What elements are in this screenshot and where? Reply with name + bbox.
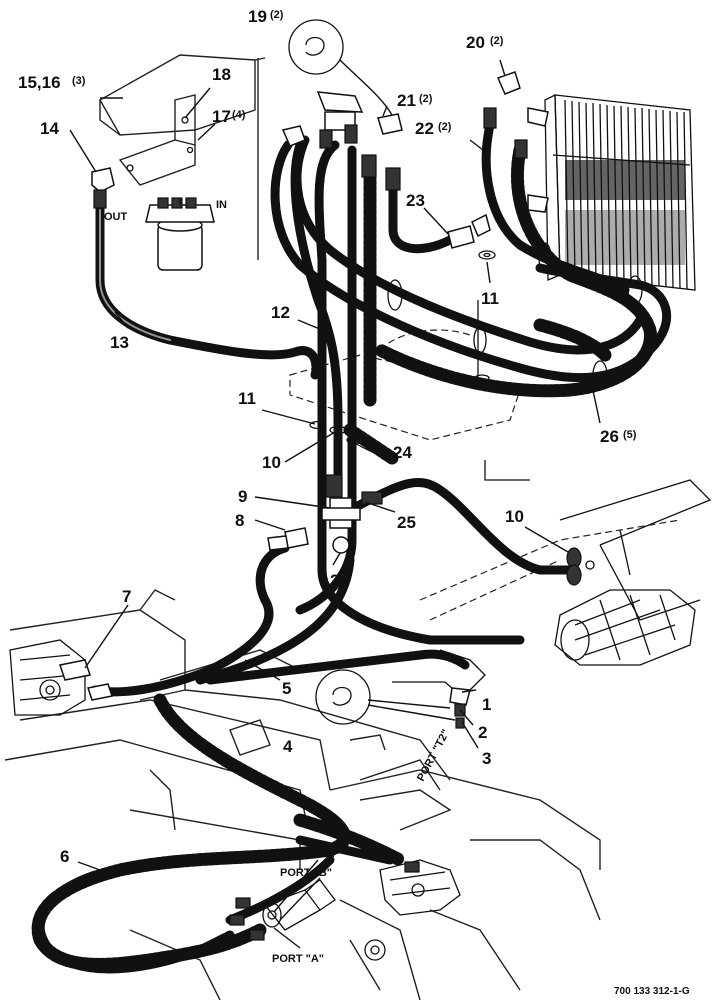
callout-26: 26 [600, 427, 619, 446]
detail-circle-19 [288, 19, 393, 116]
label-out: OUT [104, 211, 128, 223]
hose-6 [31, 693, 407, 974]
right-frame [419, 460, 712, 621]
manifold-fittings [281, 91, 403, 191]
detail-circle-4 [315, 669, 456, 725]
fitting-9-tee [321, 474, 383, 554]
fitting-10-right [566, 547, 582, 586]
callout-3: 3 [482, 749, 491, 768]
callout-15-16: 15,16 [18, 73, 61, 92]
hose-5 [90, 543, 470, 697]
filter-bracket [118, 94, 196, 186]
hose-23 [388, 185, 491, 254]
callout-6: 6 [60, 847, 69, 866]
callout-21: 21 [397, 91, 416, 110]
qty-26: (5) [623, 429, 637, 441]
leader-lines [69, 59, 601, 949]
callout-24: 24 [393, 443, 412, 462]
callout-19: 19 [248, 7, 267, 26]
qty-15-16: (3) [72, 75, 86, 87]
fitting-14 [91, 167, 115, 209]
callout-4: 4 [283, 737, 293, 756]
washer-11 [478, 250, 496, 260]
sleeve-24 [343, 168, 399, 465]
callout-27: 27 [330, 571, 349, 590]
qty-19: (2) [270, 9, 284, 21]
label-port-b: PORT "B" [280, 867, 332, 879]
callout-22: 22 [415, 119, 434, 138]
callout-10-left: 10 [262, 453, 281, 472]
callout-11-top: 11 [481, 289, 499, 308]
lower-fittings [229, 861, 420, 941]
callout-11-mid: 11 [238, 389, 256, 408]
hose-25 [345, 477, 575, 575]
callout-8: 8 [235, 511, 244, 530]
fitting-7 [59, 659, 113, 701]
callout-20: 20 [466, 33, 485, 52]
callout-9: 9 [238, 487, 247, 506]
fitting-8 [267, 527, 309, 551]
oil-cooler [544, 93, 696, 291]
qty-17: (4) [232, 109, 246, 121]
lower-right-motor [379, 859, 461, 916]
callout-23: 23 [406, 191, 425, 210]
callout-25: 25 [397, 513, 416, 532]
callout-14: 14 [40, 119, 59, 138]
callout-7: 7 [122, 587, 131, 606]
upper-frame-bracket [99, 54, 266, 260]
callout-18: 18 [212, 65, 231, 84]
callout-5: 5 [282, 679, 291, 698]
label-port-a: PORT "A" [272, 953, 324, 965]
qty-20: (2) [490, 35, 504, 47]
qty-21: (2) [419, 93, 433, 105]
figure-id: 700 133 312-1-G [614, 986, 690, 997]
qty-22: (2) [438, 121, 452, 133]
label-drain-port: DRAIN PORT [268, 848, 337, 860]
fittings-1-2-3 [449, 687, 471, 729]
fitting-20 [483, 71, 549, 213]
washers-11-10 [309, 420, 364, 445]
callout-10-right: 10 [505, 507, 524, 526]
callout-2: 2 [478, 723, 487, 742]
cooler-loop-hoses [270, 120, 672, 398]
oil-filter [145, 197, 215, 271]
clamps-26 [387, 242, 643, 390]
right-pump [554, 589, 696, 666]
cooler-fins [564, 99, 688, 290]
callout-12: 12 [271, 303, 290, 322]
label-in: IN [216, 199, 227, 211]
callout-13: 13 [110, 333, 129, 352]
callout-17: 17 [212, 107, 231, 126]
callout-1: 1 [482, 695, 491, 714]
